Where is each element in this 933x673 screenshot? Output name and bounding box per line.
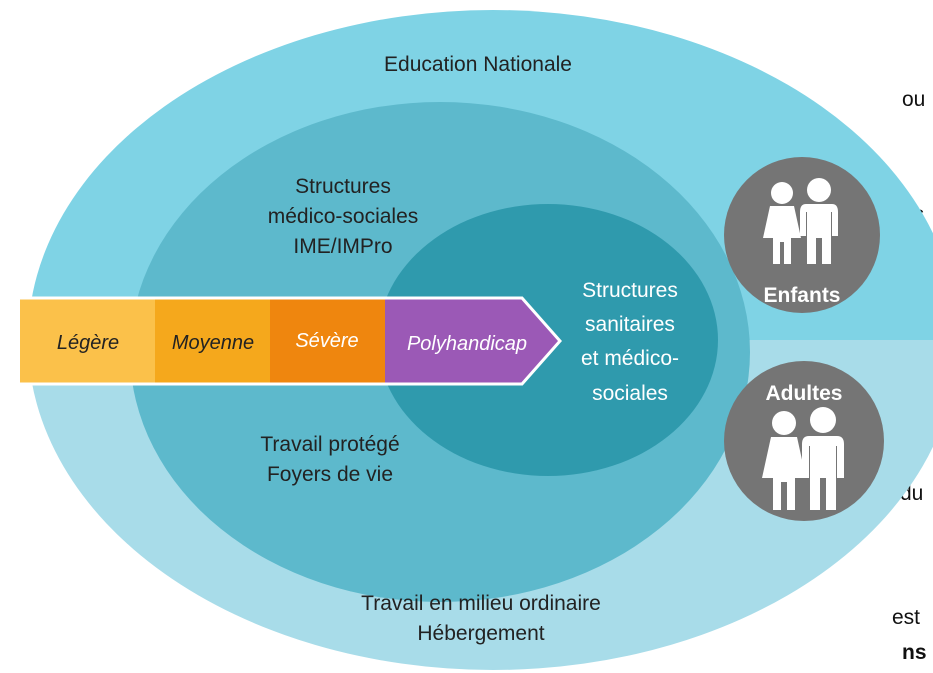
severity-label-moyenne: Moyenne	[172, 332, 254, 354]
severity-label-severe: Sévère	[295, 330, 358, 352]
label-sanitaires-line-3: et médico-	[581, 347, 679, 370]
severity-arrow: Légère Moyenne Sévère Polyhandicap	[20, 296, 563, 386]
severity-segment-moyenne	[155, 298, 270, 384]
label-milieu-ordinaire-line-1: Travail en milieu ordinaire	[361, 592, 601, 615]
children-icon	[763, 178, 838, 264]
text-fragment-est: est	[892, 606, 921, 629]
label-medico-line-1: Structures	[295, 175, 391, 198]
adults-icon	[762, 407, 844, 510]
label-education-nationale: Education Nationale	[384, 53, 572, 76]
severity-segment-severe	[270, 298, 385, 384]
badge-adultes: Adultes	[724, 361, 884, 521]
label-travail-protege-line-2: Foyers de vie	[267, 463, 393, 486]
severity-segment-polyhandicap	[385, 298, 560, 384]
label-travail-protege: Travail protégé Foyers de vie	[260, 433, 399, 486]
label-medico-line-2: médico-sociales	[268, 205, 419, 228]
label-medico-line-3: IME/IMPro	[293, 235, 392, 258]
label-sanitaires-line-2: sanitaires	[585, 313, 675, 336]
label-sanitaires-line-1: Structures	[582, 279, 678, 302]
badge-enfants-label: Enfants	[763, 284, 840, 307]
text-fragment-ou: ou	[902, 88, 926, 111]
text-fragment-ns: ns	[902, 641, 927, 664]
label-milieu-ordinaire-line-2: Hébergement	[417, 622, 544, 645]
badge-adultes-label: Adultes	[765, 382, 842, 405]
severity-label-polyhandicap: Polyhandicap	[407, 333, 527, 355]
label-sanitaires-line-4: sociales	[592, 382, 668, 405]
label-medico-sociales: Structures médico-sociales IME/IMPro	[268, 175, 419, 258]
severity-segment-legere	[20, 298, 155, 384]
severity-arrow-outline	[20, 296, 563, 386]
badge-enfants: Enfants	[724, 157, 880, 313]
label-milieu-ordinaire: Travail en milieu ordinaire Hébergement	[361, 592, 601, 645]
label-sanitaires: Structures sanitaires et médico- sociale…	[581, 279, 679, 405]
label-travail-protege-line-1: Travail protégé	[260, 433, 399, 456]
severity-label-legere: Légère	[57, 332, 119, 354]
